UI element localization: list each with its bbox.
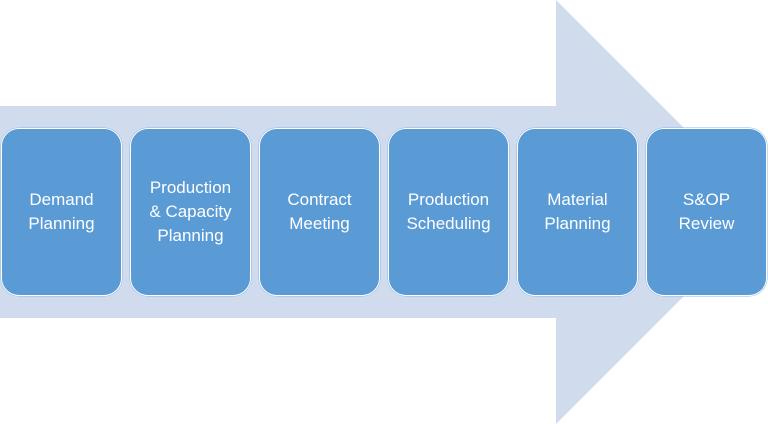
step-demand-planning: Demand Planning [1, 128, 122, 296]
step-material-planning: Material Planning [517, 128, 638, 296]
step-production-capacity-planning: Production & Capacity Planning [130, 128, 251, 296]
step-contract-meeting: Contract Meeting [259, 128, 380, 296]
step-production-scheduling: Production Scheduling [388, 128, 509, 296]
step-sop-review: S&OP Review [646, 128, 767, 296]
